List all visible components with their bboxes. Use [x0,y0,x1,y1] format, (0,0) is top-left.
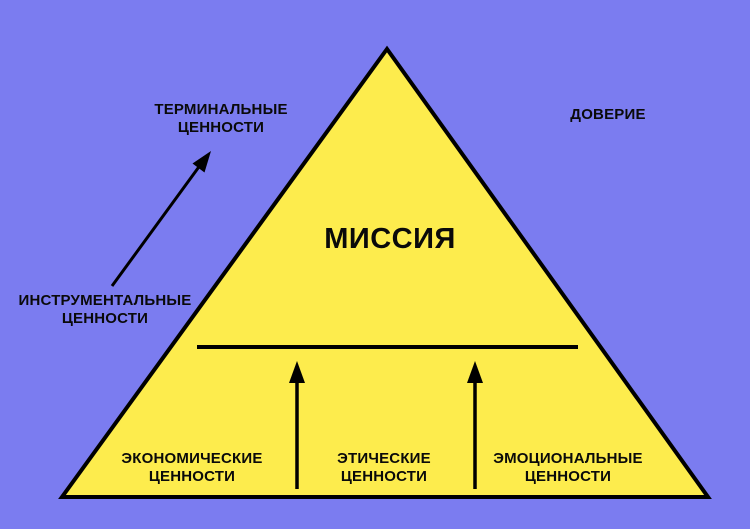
up-arrow-right-head-icon [467,361,483,383]
label-terminal-values: ТЕРМИНАЛЬНЫЕ ЦЕННОСТИ [154,101,288,136]
pyramid-shape [58,45,712,499]
up-arrow-left [289,361,305,489]
instrumental-to-terminal-arrow-head-icon [192,151,211,173]
up-arrow-right [467,361,483,489]
up-arrow-left-head-icon [289,361,305,383]
label-trust: ДОВЕРИЕ [570,106,646,123]
label-instrumental-values: ИНСТРУМЕНТАЛЬНЫЕ ЦЕННОСТИ [18,292,192,327]
label-ethical-values: ЭТИЧЕСКИЕ ЦЕННОСТИ [337,450,431,485]
label-mission: МИССИЯ [324,223,456,255]
label-economic-values: ЭКОНОМИЧЕСКИЕ ЦЕННОСТИ [121,450,263,485]
instrumental-to-terminal-arrow-shaft [110,163,203,287]
label-emotional-values: ЭМОЦИОНАЛЬНЫЕ ЦЕННОСТИ [493,450,643,485]
instrumental-to-terminal-arrow [110,151,211,287]
